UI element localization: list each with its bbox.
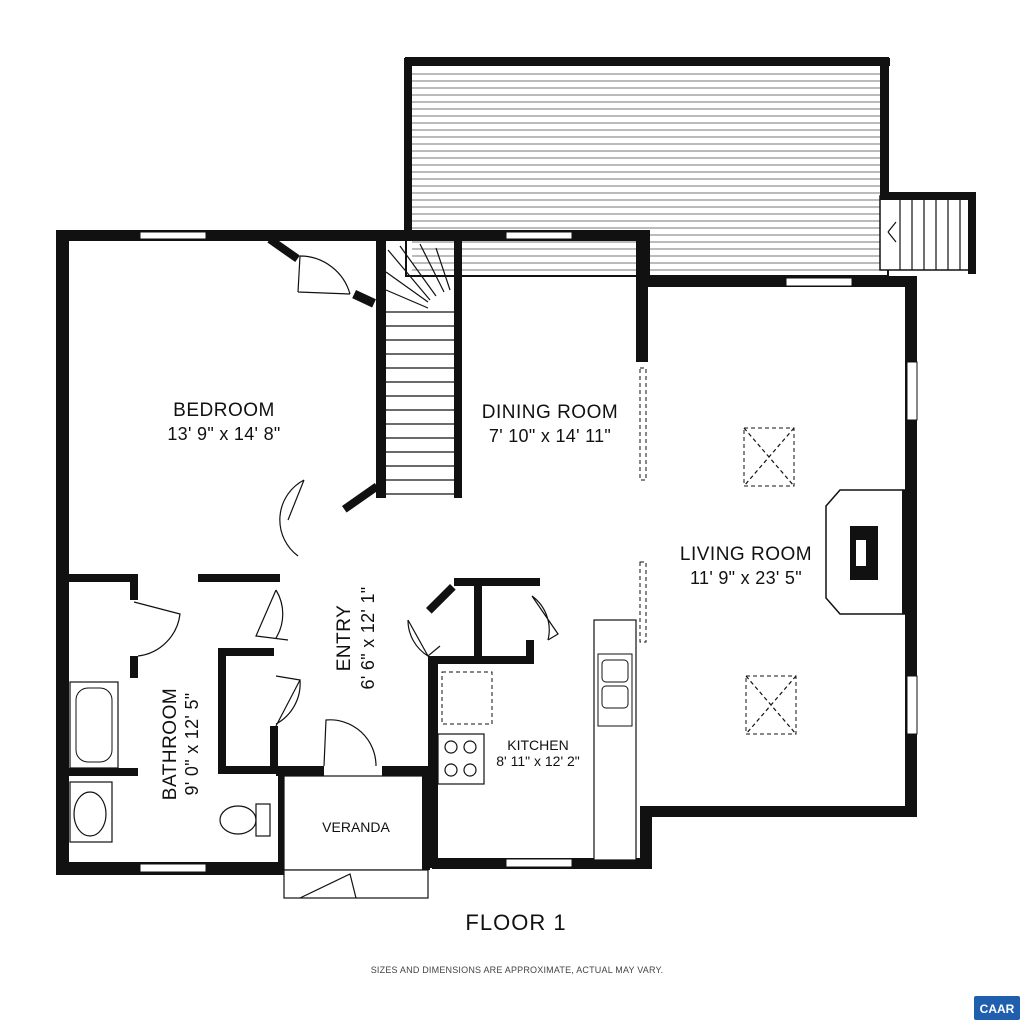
bedroom-name: BEDROOM — [173, 400, 275, 421]
bedroom-dimensions: 13' 9" x 14' 8" — [167, 424, 280, 444]
room-label-living: LIVING ROOM 11' 9" x 23' 5" — [680, 544, 812, 588]
kitchen-fixtures — [437, 619, 637, 861]
room-label-kitchen: KITCHEN 8' 11" x 12' 2" — [496, 737, 580, 769]
skylights — [743, 427, 797, 735]
deck-stairs — [879, 192, 976, 274]
room-label-entry: ENTRY 6' 6" x 12' 1" — [334, 587, 378, 690]
entry-name: ENTRY — [334, 605, 355, 672]
disclaimer: SIZES AND DIMENSIONS ARE APPROXIMATE, AC… — [371, 965, 664, 975]
entry-dimensions: 6' 6" x 12' 1" — [358, 587, 378, 690]
living-room-name: LIVING ROOM — [680, 544, 812, 565]
floor-title: FLOOR 1 — [465, 910, 566, 935]
caar-logo: CAAR — [974, 996, 1020, 1020]
dining-room-dimensions: 7' 10" x 14' 11" — [489, 426, 611, 446]
room-label-dining: DINING ROOM 7' 10" x 14' 11" — [482, 402, 618, 446]
room-label-bedroom: BEDROOM 13' 9" x 14' 8" — [167, 400, 280, 444]
veranda — [283, 775, 430, 899]
bathroom-name: BATHROOM — [160, 688, 181, 800]
doors — [133, 255, 559, 767]
svg-text:CAAR: CAAR — [980, 1002, 1015, 1016]
room-label-bathroom: BATHROOM 9' 0" x 12' 5" — [160, 688, 202, 800]
windows — [139, 231, 918, 873]
veranda-name: VERANDA — [322, 819, 390, 835]
dining-room-name: DINING ROOM — [482, 402, 618, 423]
living-room-dimensions: 11' 9" x 23' 5" — [690, 568, 802, 588]
fireplace — [825, 489, 914, 615]
bathroom-fixtures — [69, 681, 271, 843]
kitchen-name: KITCHEN — [507, 737, 568, 753]
staircase — [385, 243, 454, 495]
bathroom-dimensions: 9' 0" x 12' 5" — [182, 693, 202, 796]
kitchen-dimensions: 8' 11" x 12' 2" — [496, 753, 580, 769]
interior-walls — [64, 236, 540, 870]
